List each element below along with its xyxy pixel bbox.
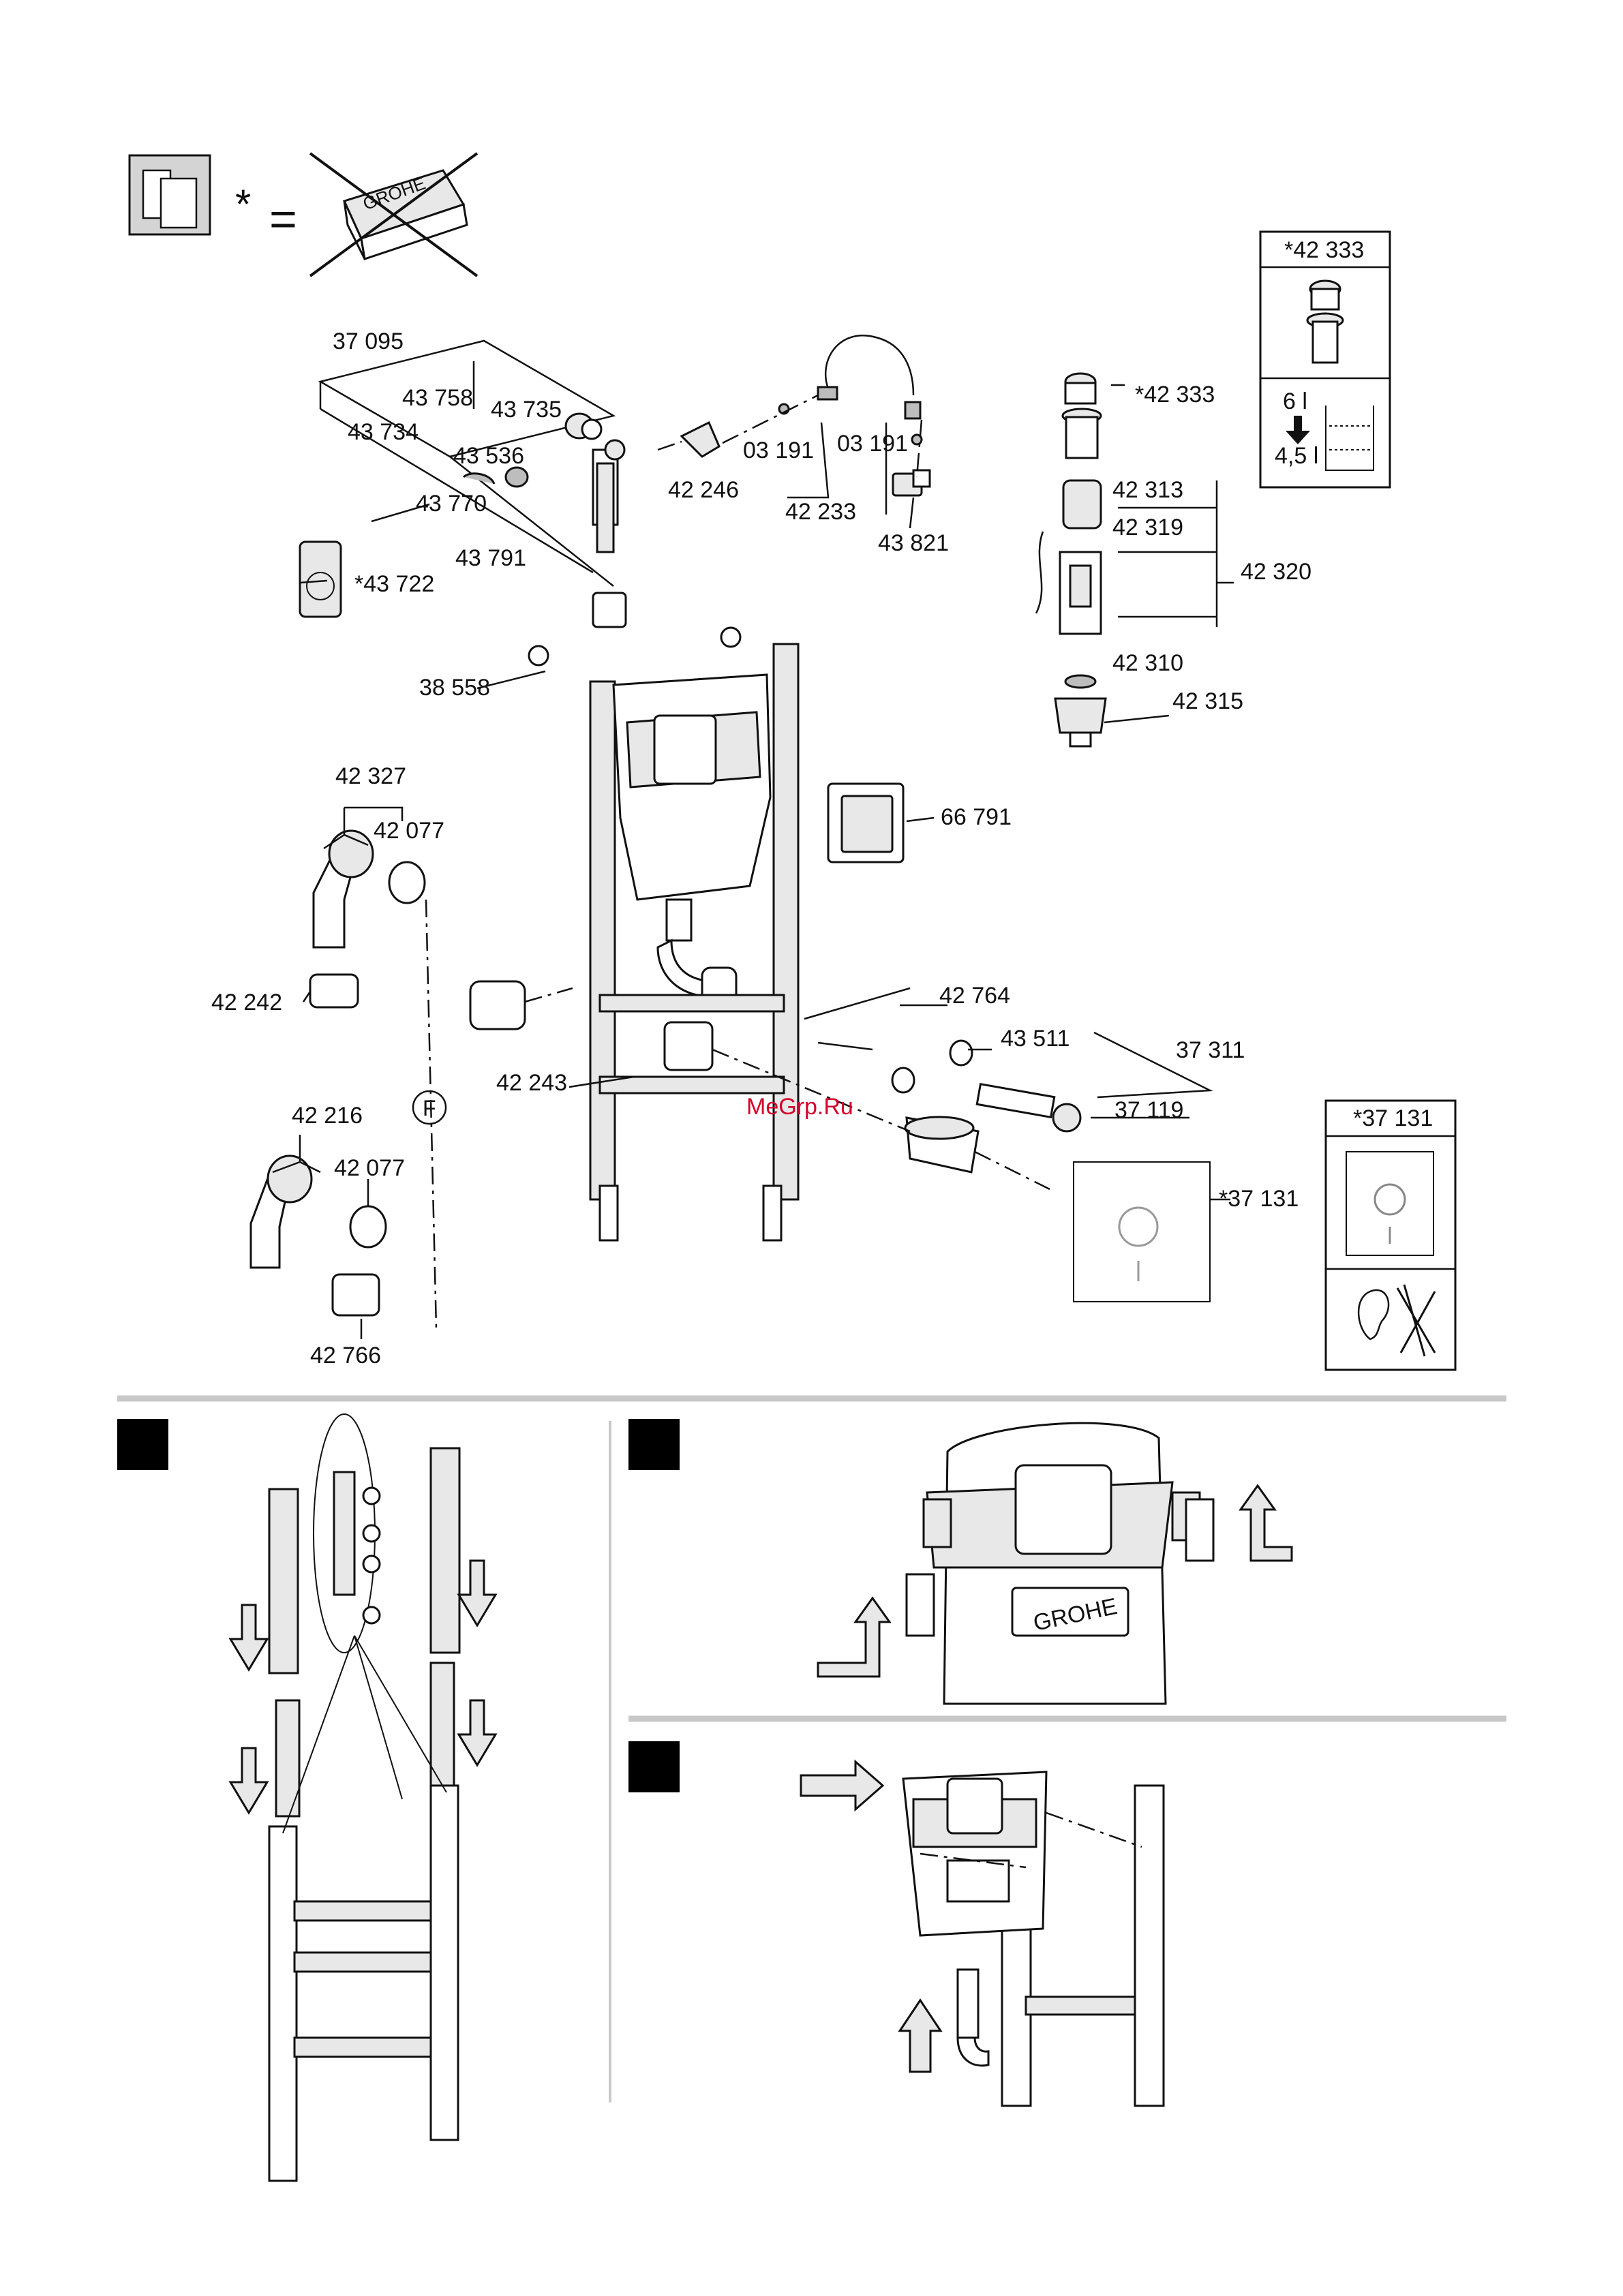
part-label: 42 319 [1112, 515, 1183, 540]
part-label: 43 511 [1001, 1026, 1070, 1052]
inset-acoustic-label: *37 131 [1353, 1105, 1433, 1131]
part-label: 37 311 [1176, 1037, 1245, 1063]
part-label: 42 766 [310, 1343, 381, 1368]
arrow-right-icon [801, 1762, 883, 1809]
watermark: MeGrp.Ru [746, 1094, 853, 1120]
part-label: 43 734 [348, 419, 419, 445]
callout-letter: F [423, 1096, 436, 1120]
part-label: 37 095 [333, 328, 404, 354]
arrow-down-icon [230, 1748, 267, 1813]
part-label: 42 310 [1112, 650, 1183, 676]
part-label: 66 791 [941, 804, 1012, 830]
part-label: 43 735 [491, 397, 562, 423]
part-label: *37 131 [1219, 1186, 1299, 1212]
arrow-down-icon [459, 1700, 496, 1765]
part-label: 43 821 [878, 530, 949, 556]
part-label: 43 758 [402, 385, 473, 411]
reduced-flush-label: 4,5 l [1275, 443, 1318, 469]
arrow-up-icon [818, 1598, 890, 1677]
step-marker [628, 1741, 680, 1792]
arrow-up-icon [900, 2000, 941, 2072]
part-label: *42 333 [1135, 382, 1215, 408]
hose-group [658, 335, 930, 495]
installation-frame [529, 628, 972, 1240]
part-label: 03 191 [837, 431, 908, 457]
arrow-down-icon [230, 1605, 267, 1670]
arrow-up-icon [1241, 1486, 1292, 1561]
part-label: *43 722 [354, 571, 434, 597]
crossed-box-icon: GROHE [310, 153, 477, 276]
valve-icon [1307, 281, 1343, 363]
part-label: 37 119 [1114, 1097, 1183, 1123]
part-label: 43 770 [416, 491, 487, 517]
fill-valve-group [300, 341, 626, 627]
step-1-panel [117, 1414, 496, 2181]
actuator-frame [828, 784, 903, 862]
part-label: 42 077 [334, 1155, 405, 1181]
acoustic-inset: *37 131 [1326, 1101, 1455, 1370]
part-label: 03 191 [743, 438, 814, 463]
part-label: 42 242 [211, 990, 282, 1015]
full-flush-label: 6 l [1283, 388, 1307, 414]
part-label: 42 077 [374, 818, 444, 844]
seal-bag-icon [300, 542, 341, 617]
step-marker [628, 1419, 680, 1470]
part-label: 42 315 [1172, 688, 1243, 714]
part-label: 42 216 [292, 1103, 363, 1129]
part-label: 42 313 [1112, 477, 1183, 503]
flush-volume-inset: *42 333 6 l 4,5 l [1260, 232, 1390, 487]
legend-equals: = [269, 192, 297, 245]
part-label: 43 536 [453, 443, 524, 469]
part-label: 42 327 [335, 763, 406, 789]
part-label: 43 791 [455, 545, 526, 571]
flush-valve-group [1036, 373, 1106, 746]
legend-note: * = GROHE [130, 153, 477, 276]
part-label: 42 246 [668, 477, 739, 503]
legend-star: * [235, 181, 251, 227]
part-label: 38 558 [419, 675, 490, 701]
step-3-panel [628, 1741, 1164, 2106]
part-label: 42 233 [785, 499, 856, 525]
inset-part-label: *42 333 [1284, 237, 1364, 263]
part-label: 42 764 [939, 983, 1010, 1009]
step-2-panel: GROHE [628, 1419, 1292, 1704]
step-marker [117, 1419, 168, 1470]
part-label: 42 320 [1241, 559, 1311, 585]
part-label: 42 243 [496, 1070, 567, 1096]
arrow-down-icon [459, 1561, 496, 1625]
